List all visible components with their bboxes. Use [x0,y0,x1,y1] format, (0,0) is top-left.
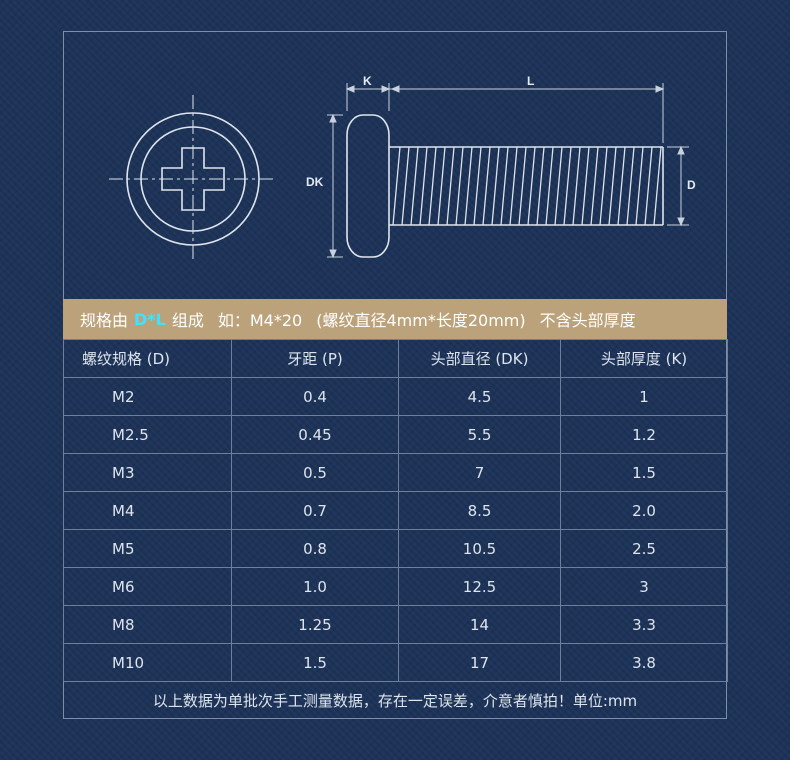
column-header: 头部厚度 (K) [560,339,728,378]
table-row: M8 1.25 14 3.3 [63,605,728,644]
thread-line [563,146,572,226]
table-row: M2 0.4 4.5 1 [63,377,728,416]
thread-line [428,146,437,226]
dimension-label-dk: DK [306,175,324,189]
screw-drawing [109,83,689,263]
column-header: 螺纹规格 (D) [63,339,232,378]
table-row: M3 0.5 7 1.5 [63,453,728,492]
table-cell: 0.45 [231,415,399,454]
thread-line [392,146,401,226]
column-header: 头部直径 (DK) [398,339,561,378]
table-cell: M2.5 [63,415,232,454]
thread-line [527,146,536,226]
table-cell: 1.2 [560,415,728,454]
table-cell: 1.0 [231,567,399,606]
table-cell: 2.5 [560,529,728,568]
table-cell: 4.5 [398,377,561,416]
table-row: M2.5 0.45 5.5 1.2 [63,415,728,454]
table-cell: 8.5 [398,491,561,530]
table-row: M4 0.7 8.5 2.0 [63,491,728,530]
thread-line [500,146,509,226]
thread-line [626,146,635,226]
dimension-label-l: L [527,74,535,88]
thread-line [617,146,626,226]
thread-line [554,146,563,226]
thread-line [410,146,419,226]
thread-line [590,146,599,226]
table-cell: M3 [63,453,232,492]
table-cell: 10.5 [398,529,561,568]
table-cell: 1 [560,377,728,416]
thread-line [446,146,455,226]
table-cell: 1.25 [231,605,399,644]
spec-table: 螺纹规格 (D) 牙距 (P) 头部直径 (DK) 头部厚度 (K) M2 0.… [63,339,728,682]
table-cell: 14 [398,605,561,644]
thread-line [509,146,518,226]
thread-line [419,146,428,226]
spec-explanation: (螺纹直径4mm*长度20mm) [316,311,526,330]
thread-line [608,146,617,226]
thread-line [599,146,608,226]
column-header: 牙距 (P) [231,339,399,378]
thread-line [581,146,590,226]
thread-line [518,146,527,226]
table-cell: M10 [63,643,232,682]
screw-diagram: K L DK D [63,31,727,299]
spec-prefix: 规格由 [80,311,129,330]
table-cell: 0.5 [231,453,399,492]
table-cell: 5.5 [398,415,561,454]
table-cell: M8 [63,605,232,644]
thread-line [545,146,554,226]
spec-highlight: D*L [134,309,166,329]
table-cell: 12.5 [398,567,561,606]
table-row: M6 1.0 12.5 3 [63,567,728,606]
thread-line [653,146,662,226]
table-cell: M4 [63,491,232,530]
table-header-row: 螺纹规格 (D) 牙距 (P) 头部直径 (DK) 头部厚度 (K) [63,339,728,378]
thread-line [473,146,482,226]
table-cell: 3.8 [560,643,728,682]
dimension-label-d: D [687,178,696,192]
table-row: M10 1.5 17 3.8 [63,643,728,682]
table-cell: 7 [398,453,561,492]
table-cell: 17 [398,643,561,682]
measurement-disclaimer: 以上数据为单批次手工测量数据，存在一定误差，介意者慎拍！单位:mm [152,691,638,710]
table-row: M5 0.8 10.5 2.5 [63,529,728,568]
thread-line [536,146,545,226]
table-cell: M5 [63,529,232,568]
spec-format-banner: 规格由 D*L 组成 如：M4*20 (螺纹直径4mm*长度20mm) 不含头部… [63,299,727,339]
spec-note: 不含头部厚度 [539,311,636,330]
dimension-label-k: K [363,74,372,88]
screw-side-view [346,114,664,258]
thread-line [572,146,581,226]
table-cell: 2.0 [560,491,728,530]
dimension-lines [327,83,689,259]
screw-head-top-view [109,95,277,263]
thread-line [455,146,464,226]
table-cell: 1.5 [231,643,399,682]
thread-line [635,146,644,226]
table-cell: M2 [63,377,232,416]
spec-example: 如：M4*20 [217,311,303,330]
table-cell: 0.4 [231,377,399,416]
spec-suffix: 组成 [171,311,204,330]
thread-line [437,146,446,226]
table-cell: 1.5 [560,453,728,492]
thread-line [464,146,473,226]
thread-line [401,146,410,226]
table-cell: 3 [560,567,728,606]
table-cell: 0.7 [231,491,399,530]
table-cell: M6 [63,567,232,606]
thread-line [491,146,500,226]
thread-line [644,146,653,226]
table-cell: 0.8 [231,529,399,568]
table-cell: 3.3 [560,605,728,644]
thread-line [482,146,491,226]
